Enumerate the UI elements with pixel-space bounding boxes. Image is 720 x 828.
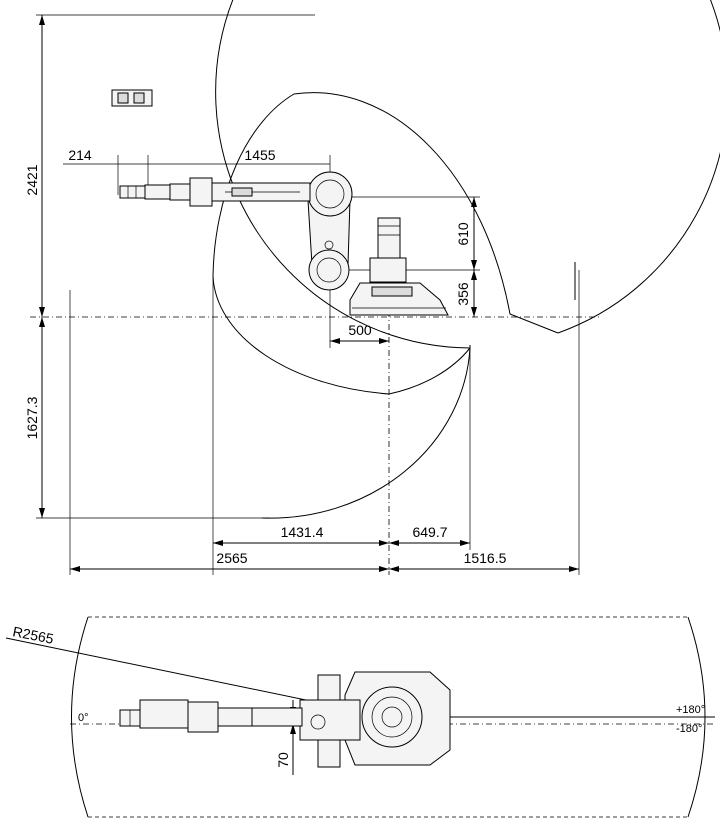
shoulder-inner [316, 257, 342, 283]
top-turntable [361, 686, 423, 748]
dim-text-649: 649.7 [412, 524, 447, 540]
dim-text-1455: 1455 [244, 147, 275, 163]
top-turntable-inner [371, 696, 413, 738]
dim-text-1627: 1627.3 [24, 396, 40, 439]
arrow [39, 15, 45, 25]
dim-text-356: 356 [455, 282, 471, 306]
top-upper-arm [249, 707, 303, 727]
arrow [213, 540, 223, 546]
elbow-joint [307, 171, 353, 217]
arrow [389, 566, 399, 572]
robot-side-body [119, 171, 449, 316]
top-turntable-core [381, 706, 403, 728]
arm-label [231, 187, 253, 197]
arrow [471, 197, 477, 207]
dim-text-1516: 1516.5 [464, 550, 507, 566]
arrow [389, 540, 399, 546]
forearm [169, 183, 191, 201]
elbow-inner [315, 179, 345, 209]
arrow [70, 566, 80, 572]
tool-part [117, 92, 129, 104]
arrow [39, 307, 45, 317]
arrow [290, 724, 296, 734]
top-shoulder-hole [310, 714, 326, 730]
dim-text-500: 500 [348, 322, 372, 338]
arrow [330, 338, 340, 344]
inner-lower-arc [261, 347, 471, 519]
arrow [460, 540, 470, 546]
dim-text-70: 70 [275, 752, 291, 768]
angle-neg-label: -180° [676, 723, 702, 735]
radius-label: R2565 [11, 623, 55, 647]
motor-housing [369, 257, 407, 283]
top-shoulder [299, 699, 361, 741]
dim-text-2421: 2421 [24, 164, 40, 195]
angle-zero-label: 0° [78, 712, 89, 724]
arrow [39, 508, 45, 518]
top-wrist [139, 699, 189, 729]
base-plate [371, 286, 413, 297]
side-view: 2421 1627.3 214 1455 610 356 500 [24, 0, 720, 575]
arrow [39, 317, 45, 327]
angle-pos-label: +180° [676, 704, 705, 716]
tool-part [133, 92, 145, 104]
wrist [144, 184, 171, 200]
wrist-housing [189, 177, 213, 207]
arrow [471, 270, 477, 280]
flange [119, 185, 146, 199]
arrow [379, 540, 389, 546]
top-boundary-left-arc [71, 616, 89, 818]
top-wrist-housing [187, 701, 219, 733]
dim-text-610: 610 [455, 222, 471, 246]
arm-hole [324, 240, 334, 250]
shoulder-joint [308, 249, 350, 291]
top-view: R2565 0° +180° -180° 70 [5, 616, 715, 818]
top-boundary-dashed [88, 616, 688, 818]
dim-text-214: 214 [68, 147, 92, 163]
arrow [379, 338, 389, 344]
arrow [569, 566, 579, 572]
top-forearm [217, 707, 253, 727]
robot-top-body [119, 671, 451, 768]
arrow [471, 260, 477, 270]
tool-top-position [111, 89, 153, 107]
dim-text-1431: 1431.4 [281, 524, 324, 540]
arrow [471, 307, 477, 317]
arrow [379, 566, 389, 572]
dim-text-2565: 2565 [216, 550, 247, 566]
